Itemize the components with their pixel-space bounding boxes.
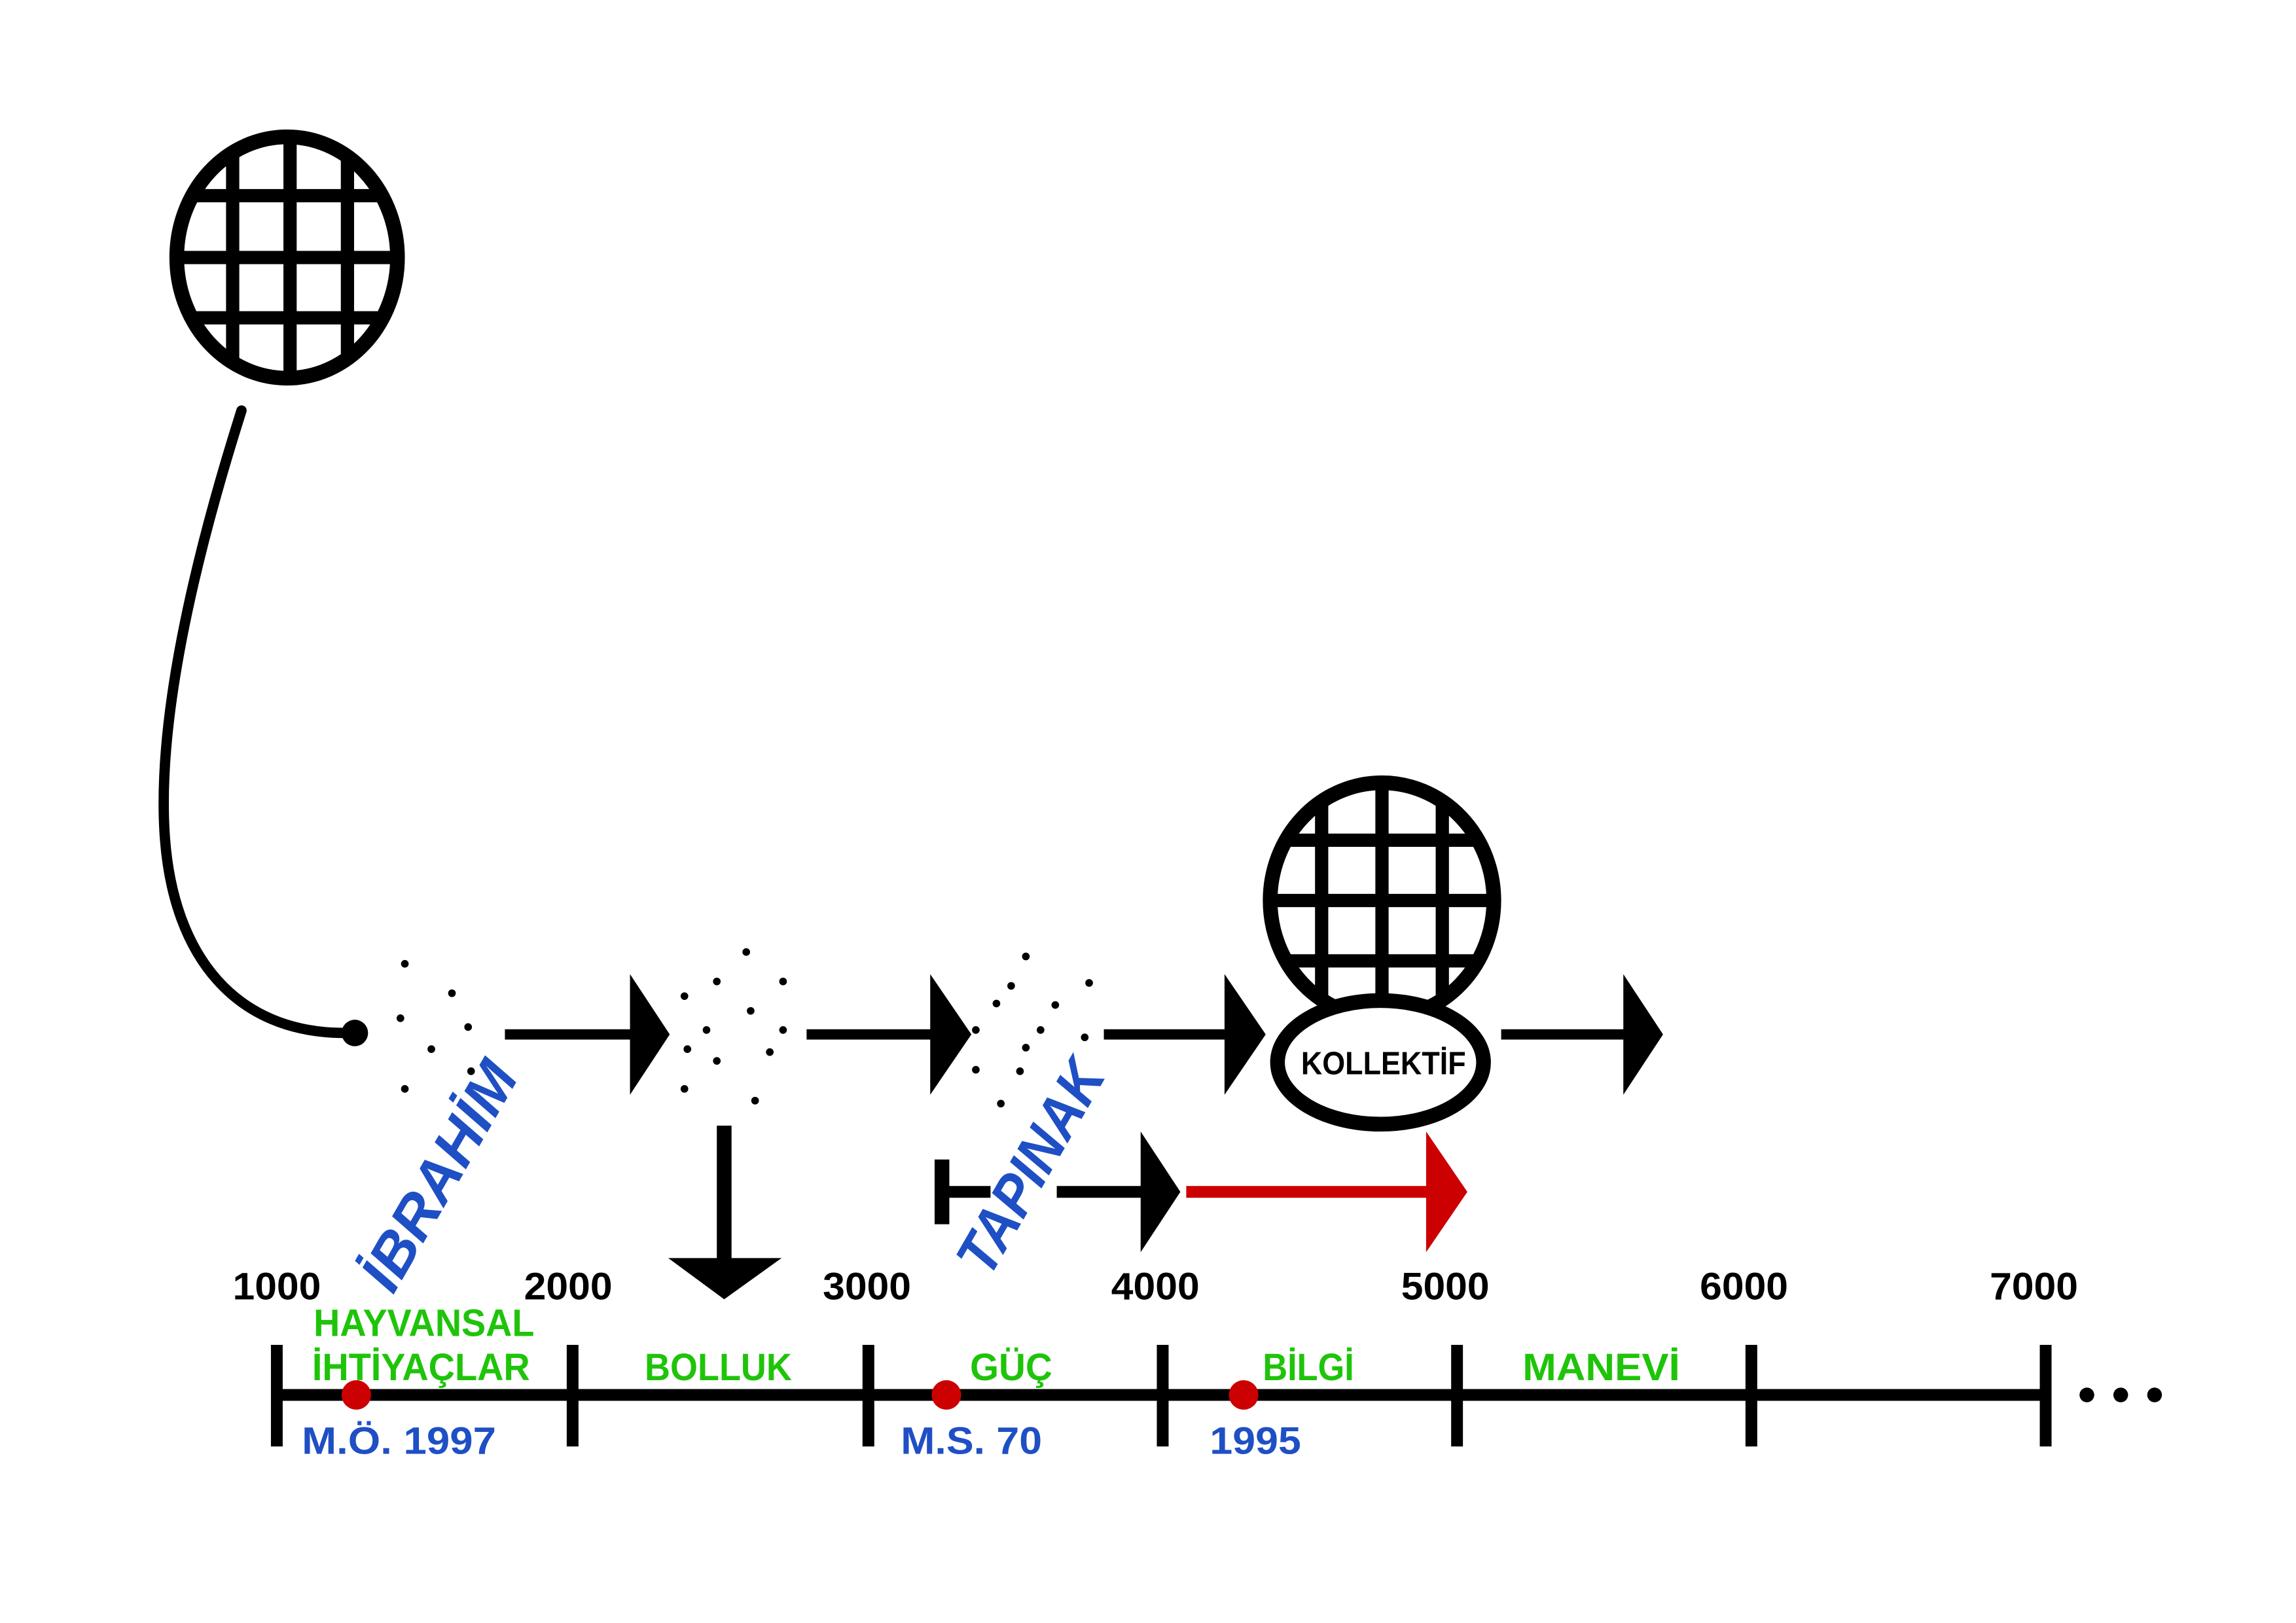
event-marker bbox=[341, 1380, 371, 1410]
era-label-knowledge: BİLGİ bbox=[1263, 1346, 1354, 1389]
arrow-head bbox=[930, 974, 972, 1095]
event-date-label: M.S. 70 bbox=[901, 1419, 1042, 1462]
tick-label-3000: 3000 bbox=[823, 1265, 911, 1308]
tick-label-4000: 4000 bbox=[1111, 1265, 1200, 1308]
particle-dot bbox=[680, 1084, 689, 1093]
particle-dot bbox=[1016, 1067, 1024, 1075]
particle-dot bbox=[1051, 1001, 1060, 1009]
tick-label-7000: 7000 bbox=[1990, 1265, 2078, 1308]
particle-dot bbox=[396, 1014, 404, 1022]
era-label-power: GÜÇ bbox=[970, 1346, 1052, 1389]
particle-dot bbox=[427, 1045, 435, 1053]
particle-dot bbox=[766, 1048, 774, 1056]
era-label-animal-needs-line1: HAYVANSAL bbox=[314, 1302, 534, 1345]
particle-dot bbox=[464, 1023, 473, 1031]
tapinak-label: TAPINAK bbox=[944, 1046, 1120, 1285]
arrow-head bbox=[1140, 1132, 1181, 1253]
particle-dot bbox=[1007, 982, 1015, 990]
ellipsis-dot bbox=[2113, 1387, 2128, 1402]
particle-dot bbox=[747, 1007, 755, 1015]
arrow-head bbox=[1224, 974, 1266, 1095]
tee-start-marker bbox=[934, 1159, 991, 1224]
arrow-4 bbox=[1501, 974, 1663, 1095]
era-label-animal-needs-line2: İHTİYAÇLAR bbox=[312, 1346, 530, 1389]
ellipsis-dot bbox=[2147, 1387, 2162, 1402]
ellipsis-dot bbox=[2079, 1387, 2094, 1402]
particle-dot bbox=[751, 1096, 759, 1105]
particle-dot bbox=[997, 1099, 1005, 1108]
arrow-head bbox=[1426, 1132, 1467, 1253]
particle-dot bbox=[992, 999, 1001, 1008]
ibrahim-label: İBRAHİM bbox=[348, 1049, 531, 1302]
tick-label-2000: 2000 bbox=[524, 1265, 613, 1308]
continuation-ellipsis bbox=[2079, 1387, 2162, 1402]
red-arrow bbox=[1186, 1132, 1467, 1253]
event-date-label: M.Ö. 1997 bbox=[302, 1419, 496, 1462]
arrow-2 bbox=[806, 974, 972, 1095]
particle-dot bbox=[742, 948, 751, 956]
event-marker bbox=[1229, 1380, 1259, 1410]
particle-dot bbox=[1081, 1033, 1089, 1041]
event-date-label: 1995 bbox=[1210, 1419, 1300, 1462]
particle-dot bbox=[683, 1045, 692, 1053]
particle-dot bbox=[680, 992, 689, 1001]
particle-dot bbox=[972, 1065, 980, 1074]
particle-dot bbox=[713, 1057, 721, 1065]
particle-dot bbox=[972, 1026, 980, 1034]
particle-dot bbox=[401, 959, 409, 968]
era-label-spiritual: MANEVİ bbox=[1522, 1346, 1680, 1389]
kollektif-ellipse bbox=[1270, 993, 1491, 1132]
tick-label-5000: 5000 bbox=[1401, 1265, 1490, 1308]
arrow-head bbox=[1623, 974, 1663, 1095]
particle-clusters bbox=[396, 948, 1093, 1108]
arrow-short bbox=[1056, 1132, 1181, 1253]
globe-outline bbox=[169, 129, 405, 386]
particle-dot bbox=[1022, 1044, 1030, 1052]
tick-label-6000: 6000 bbox=[1700, 1265, 1788, 1308]
particle-dot bbox=[779, 977, 787, 986]
particle-dot bbox=[1037, 1026, 1045, 1034]
kollektif-node: KOLLEKTİF bbox=[1270, 993, 1491, 1132]
arrow-head bbox=[668, 1258, 782, 1300]
particle-dot bbox=[1085, 979, 1093, 987]
tick-label-1000: 1000 bbox=[232, 1265, 321, 1308]
arrow-1 bbox=[505, 974, 670, 1095]
kollektif-label: KOLLEKTİF bbox=[1301, 1045, 1466, 1081]
particle-dot bbox=[713, 977, 721, 986]
particle-dot bbox=[401, 1084, 409, 1093]
particle-dot bbox=[467, 1067, 475, 1075]
descent-curve bbox=[158, 405, 350, 1039]
arrow-head bbox=[630, 974, 670, 1095]
event-marker bbox=[931, 1380, 961, 1410]
particle-dot bbox=[1022, 952, 1030, 961]
arrow-3 bbox=[1103, 974, 1266, 1095]
particle-dot bbox=[448, 989, 456, 997]
timeline-axis bbox=[270, 1345, 2052, 1447]
globe-icon-top bbox=[169, 129, 405, 386]
curve-end-dot bbox=[341, 1020, 368, 1046]
era-label-abundance: BOLLUK bbox=[645, 1346, 792, 1389]
particle-dot bbox=[702, 1026, 711, 1034]
particle-dot bbox=[779, 1026, 787, 1034]
down-arrow bbox=[668, 1126, 782, 1300]
